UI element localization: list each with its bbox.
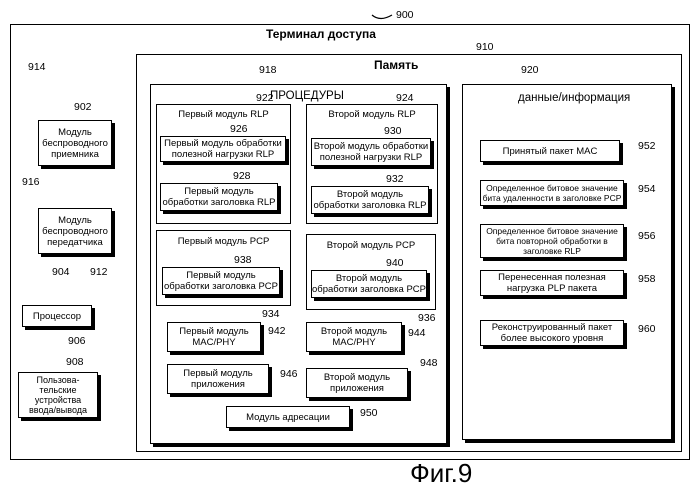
processor-label: Процессор bbox=[22, 305, 92, 327]
data-item-956-ref: 956 bbox=[638, 230, 656, 242]
mac-phy-2-ref: 944 bbox=[408, 327, 426, 339]
mac-phy-2-label: Второй модуль MAC/PHY bbox=[306, 322, 402, 352]
memory-title: Память bbox=[374, 58, 418, 72]
addressing-label: Модуль адресации bbox=[226, 406, 350, 428]
io-devices-ref: 908 bbox=[66, 356, 84, 368]
data-item-954-ref: 954 bbox=[638, 183, 656, 195]
rlp2-header-ref: 932 bbox=[386, 173, 404, 185]
data-item-956-label: Определенное битовое значение бита повто… bbox=[480, 224, 624, 258]
rlp2-payload-label: Второй модуль обработки полезной нагрузк… bbox=[311, 138, 431, 166]
app-1-ref: 946 bbox=[280, 368, 298, 380]
terminal-title: Терминал доступа bbox=[266, 27, 376, 41]
data-info-ref: 920 bbox=[521, 64, 539, 76]
processor-ref: 906 bbox=[68, 335, 86, 347]
antenna-916-ref: 916 bbox=[22, 176, 40, 188]
rlp1-payload-ref: 926 bbox=[230, 123, 248, 135]
bus-ref: 912 bbox=[90, 266, 108, 278]
receiver-module-label: Модуль беспроводного приемника bbox=[38, 120, 112, 166]
app-2-label: Второй модуль приложения bbox=[306, 368, 408, 398]
rlp1-title: Первый модуль RLP bbox=[156, 107, 291, 121]
pcp2-header-label: Второй модуль обработки заголовка PCP bbox=[311, 270, 427, 298]
data-item-958-ref: 958 bbox=[638, 273, 656, 285]
pcp2-title: Второй модуль PCP bbox=[306, 238, 436, 252]
memory-ref: 910 bbox=[476, 41, 494, 53]
antenna-914-ref: 914 bbox=[28, 61, 46, 73]
pcp1-title: Первый модуль PCP bbox=[156, 234, 291, 248]
io-devices-label: Пользова- тельские устройства ввода/выво… bbox=[18, 372, 98, 418]
rlp2-ref: 924 bbox=[396, 92, 414, 104]
app-1-label: Первый модуль приложения bbox=[167, 364, 269, 394]
pcp1-header-label: Первый модуль обработки заголовка PCP bbox=[162, 267, 280, 295]
pcp1-header-ref: 938 bbox=[234, 254, 252, 266]
rlp1-ref: 922 bbox=[256, 92, 274, 104]
data-item-952-ref: 952 bbox=[638, 140, 656, 152]
transmitter-module-label: Модуль беспроводного передатчика bbox=[38, 208, 112, 254]
addressing-ref: 950 bbox=[360, 407, 378, 419]
procedures-ref: 918 bbox=[259, 64, 277, 76]
mac-phy-1-label: Первый модуль MAC/PHY bbox=[167, 322, 261, 352]
data-item-960-ref: 960 bbox=[638, 323, 656, 335]
data-item-960-label: Реконструированный пакет более высокого … bbox=[480, 320, 624, 346]
receiver-ref: 902 bbox=[74, 101, 92, 113]
data-info-frame bbox=[462, 84, 672, 440]
terminal-ref: 900 bbox=[396, 9, 414, 21]
pcp2-ref: 936 bbox=[418, 312, 436, 324]
pcp2-header-ref: 940 bbox=[386, 257, 404, 269]
data-item-952-label: Принятый пакет MAC bbox=[480, 140, 620, 162]
rlp2-header-label: Второй модуль обработки заголовка RLP bbox=[311, 186, 429, 214]
transmitter-ref: 904 bbox=[52, 266, 70, 278]
data-item-954-label: Определенное битовое значение бита удале… bbox=[480, 180, 624, 206]
pcp1-ref: 934 bbox=[262, 308, 280, 320]
procedures-title: ПРОЦЕДУРЫ bbox=[270, 90, 344, 102]
data-item-958-label: Перенесенная полезная нагрузка PLP пакет… bbox=[480, 270, 624, 296]
rlp1-header-ref: 928 bbox=[233, 170, 251, 182]
mac-phy-1-ref: 942 bbox=[268, 325, 286, 337]
rlp1-header-label: Первый модуль обработки заголовка RLP bbox=[160, 183, 278, 211]
data-info-title: данные/информация bbox=[518, 92, 630, 104]
rlp2-title: Второй модуль RLP bbox=[306, 107, 438, 121]
rlp2-payload-ref: 930 bbox=[384, 125, 402, 137]
app-2-ref: 948 bbox=[420, 357, 438, 369]
rlp1-payload-label: Первый модуль обработки полезной нагрузк… bbox=[160, 136, 286, 162]
figure-label: Фиг.9 bbox=[410, 458, 472, 488]
